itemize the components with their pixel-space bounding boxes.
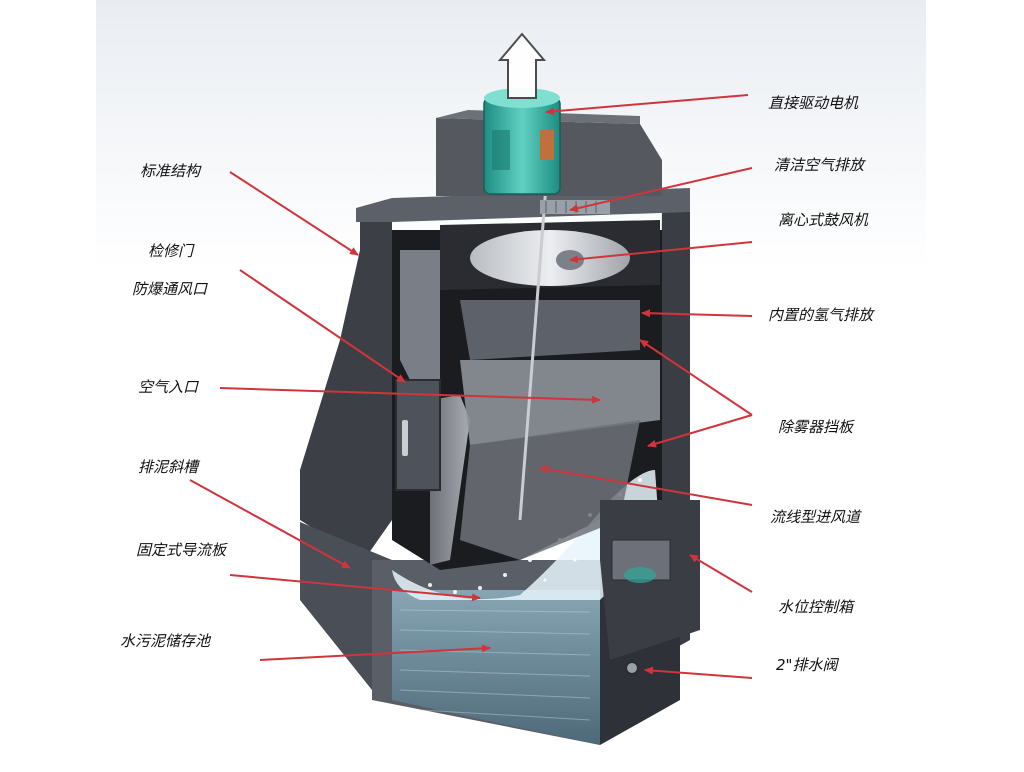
outlet-grille: [540, 200, 610, 214]
valve-icon: [625, 661, 639, 675]
label-water-level-box: 水位控制箱: [778, 598, 854, 616]
arrow-level-box: [689, 554, 753, 593]
arrow-sludge-tank: [259, 644, 491, 661]
arrow-drain-valve: [644, 666, 753, 679]
streamlined-duct: [460, 420, 640, 560]
arrow-clean-exhaust: [569, 167, 753, 213]
sludge-tank: [392, 590, 600, 745]
left-lower-panel: [300, 522, 392, 700]
arrow-air-inlet: [219, 387, 601, 404]
arrow-sludge-chute: [189, 479, 351, 569]
label-hydrogen-vent: 内置的氢气排放: [768, 306, 874, 324]
door-handle-icon: [402, 420, 408, 456]
label-drain-valve: 2"排水阀: [776, 656, 838, 674]
drive-shaft: [518, 159, 550, 521]
label-access-door: 检修门: [148, 242, 194, 260]
label-standard-structure: 标准结构: [140, 162, 201, 180]
up-arrow-outline-icon: [497, 32, 547, 99]
label-fixed-deflector: 固定式导流板: [136, 541, 227, 559]
label-clean-air-exhaust: 清洁空气排放: [774, 156, 865, 174]
label-streamlined-inlet: 流线型进风道: [770, 508, 861, 526]
label-mist-baffle: 除雾器挡板: [778, 418, 854, 436]
arrow-hydrogen: [641, 309, 753, 318]
label-direct-drive-motor: 直接驱动电机: [768, 94, 859, 112]
access-door: [395, 379, 441, 491]
label-air-inlet: 空气入口: [138, 378, 199, 396]
arrow-blower: [569, 241, 753, 264]
spray-foam: [392, 470, 660, 600]
arrow-standard-structure: [229, 171, 359, 256]
arrow-access-door: [239, 269, 406, 383]
label-sludge-chute: 排泥斜槽: [138, 458, 199, 476]
label-explosion-vent: 防爆通风口: [132, 280, 208, 298]
upper-baffle: [460, 300, 640, 360]
fan-icon: [470, 230, 630, 286]
mist-eliminator: [460, 360, 660, 445]
arrow-baffle-a: [639, 339, 753, 416]
label-sludge-tank: 水污泥储存池: [120, 632, 211, 650]
arrow-fixed-deflector: [229, 574, 481, 602]
motor-icon: [483, 88, 561, 195]
arrow-inlet-duct: [539, 465, 753, 506]
arrow-baffle-b: [647, 414, 753, 448]
leader-arrows: [189, 94, 753, 679]
label-centrifugal-blower: 离心式鼓风机: [778, 211, 869, 229]
inner-wall-grey: [400, 250, 440, 400]
arrow-motor: [545, 94, 749, 116]
